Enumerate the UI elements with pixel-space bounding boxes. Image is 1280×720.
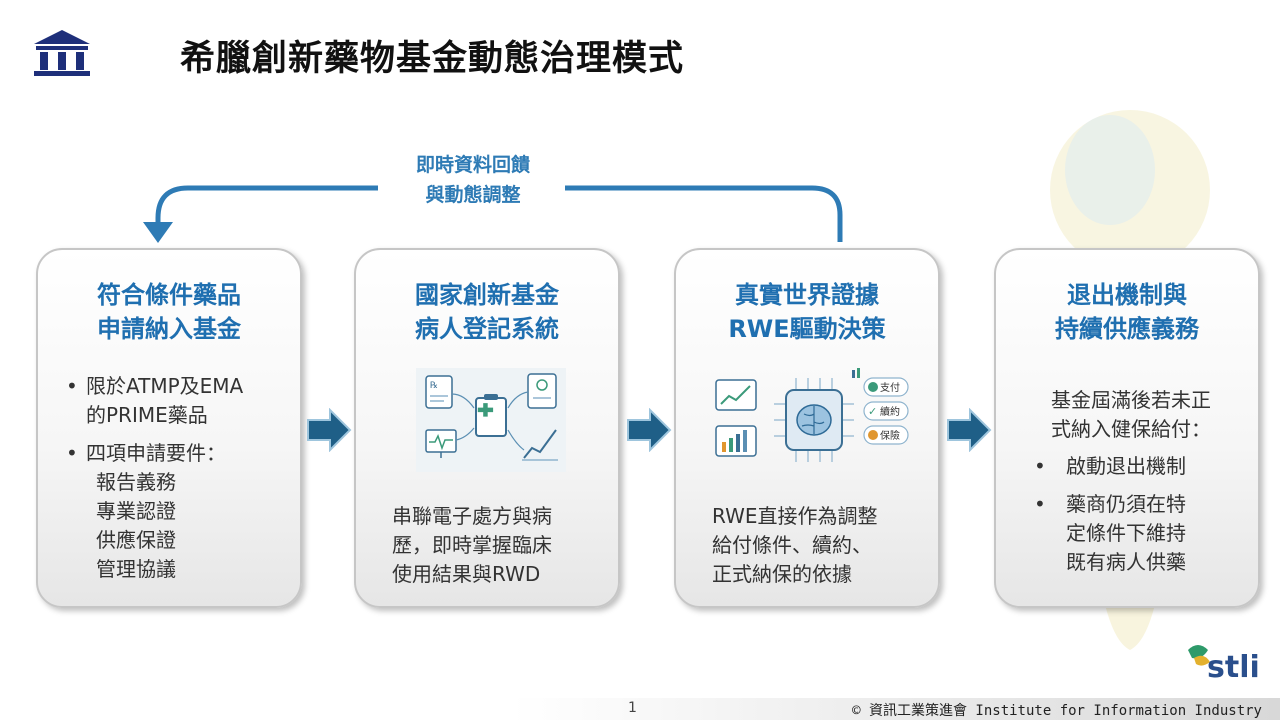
card-intro: 基金屆滿後若未正 式納入健保給付：	[1051, 388, 1211, 441]
chip-label: 續約	[880, 405, 900, 418]
card-eligible-drugs: 符合條件藥品 申請納入基金 限於ATMP及EMA 的PRIME藥品 四項申請要件…	[36, 248, 302, 608]
list-item: 啟動退出機制	[1034, 452, 1186, 481]
page-number: 1	[628, 700, 637, 716]
institution-icon	[34, 30, 90, 76]
flow-arrow-icon	[947, 408, 992, 452]
stli-logo-icon	[1188, 645, 1210, 666]
exit-obligations-list: 啟動退出機制 藥商仍須在特 定條件下維持 既有病人供藥	[1034, 452, 1186, 577]
feedback-loop-label: 即時資料回饋 與動態調整	[415, 154, 530, 206]
list-item: 限於ATMP及EMA 的PRIME藥品	[66, 372, 243, 430]
card-title: 真實世界證據 RWE驅動決策	[728, 281, 886, 343]
flow-arrow-icon	[307, 408, 352, 452]
flow-arrow-icon	[627, 408, 672, 452]
svg-text:℞: ℞	[430, 381, 438, 391]
card-registry-system: 國家創新基金 病人登記系統 ℞ 串聯電子處方與病 歷，即時掌握臨床 使用結果與R…	[354, 248, 620, 608]
list-item: 四項申請要件： 報告義務 專業認證 供應保證 管理協議	[66, 439, 243, 584]
card-rwe-decision: 真實世界證據 RWE驅動決策 支付 ✓ 續約 保險 RWE直接作為調整 給付條件…	[674, 248, 940, 608]
check-icon: ✓	[868, 405, 877, 418]
chip-label: 保險	[880, 429, 900, 442]
requirements-list: 限於ATMP及EMA 的PRIME藥品 四項申請要件： 報告義務 專業認證 供應…	[66, 372, 243, 584]
card-description: 串聯電子處方與病 歷，即時掌握臨床 使用結果與RWD	[392, 504, 552, 586]
chip-label: 支付	[880, 381, 900, 394]
copyright-text: © 資訊工業策進會 Institute for Information Indu…	[852, 703, 1262, 719]
card-exit-mechanism: 退出機制與 持續供應義務 基金屆滿後若未正 式納入健保給付： 啟動退出機制 藥商…	[994, 248, 1260, 608]
patient-registry-illustration: ℞	[416, 368, 566, 472]
list-item: 藥商仍須在特 定條件下維持 既有病人供藥	[1034, 490, 1186, 577]
card-title: 退出機制與 持續供應義務	[1055, 281, 1199, 343]
brand-name: stli	[1207, 650, 1260, 685]
card-title: 符合條件藥品 申請納入基金	[97, 281, 241, 343]
page-title: 希臘創新藥物基金動態治理模式	[180, 39, 685, 79]
rwe-ai-chip-illustration: 支付 ✓ 續約 保險	[715, 368, 909, 462]
card-description: RWE直接作為調整 給付條件、續約、 正式納保的依據	[712, 504, 878, 586]
card-title: 國家創新基金 病人登記系統	[415, 281, 559, 343]
footer-bar: 1 © 資訊工業策進會 Institute for Information In…	[0, 698, 1280, 720]
